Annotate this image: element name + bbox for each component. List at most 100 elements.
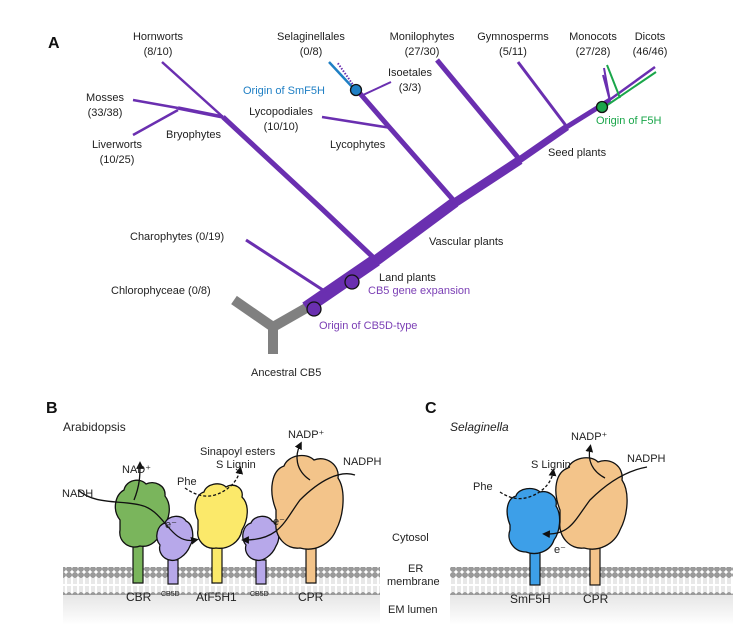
clade-labels: Bryophytes Lycophytes Seed plants Vascul…	[166, 129, 607, 379]
taxon-monilophytes: Monilophytes	[390, 31, 455, 43]
panel-a-label: A	[48, 35, 60, 52]
event-origin-f5h: Origin of F5H	[596, 115, 661, 127]
label-er-line2: membrane	[387, 576, 440, 588]
label-cpr-b: CPR	[298, 590, 324, 604]
electron-path-c	[542, 466, 648, 539]
electron-path-cpr	[241, 473, 356, 544]
nadph-label-b: NADPH	[343, 456, 382, 468]
taxon-dicots-count: (46/46)	[633, 46, 668, 58]
electron-label-c: e⁻	[554, 544, 566, 556]
branch-lycopodiales	[321, 115, 392, 130]
branch-hornworts	[161, 61, 224, 118]
phylogenetic-tree	[132, 58, 657, 354]
taxon-isoetales-count: (3/3)	[399, 82, 422, 94]
taxon-gymnosperms-count: (5/11)	[499, 46, 527, 58]
taxon-isoetales: Isoetales	[388, 67, 433, 79]
electron-label-b2: e⁻	[273, 516, 285, 528]
branch-monocots	[602, 67, 611, 102]
smf5h-origin-marker	[349, 83, 363, 97]
taxon-monocots-count: (27/28)	[576, 46, 611, 58]
protein-cpr-c	[555, 457, 628, 586]
branch-liverworts	[132, 108, 179, 137]
branch-gymnosperms	[516, 61, 569, 128]
nadp-plus-label-b: NADP⁺	[288, 429, 325, 441]
f5h-origin-marker	[595, 100, 609, 114]
branch-selaginellales-smf5h	[328, 61, 356, 91]
nadp-arrow-c	[585, 444, 606, 479]
branch-monilophytes	[435, 58, 522, 162]
phe-label-c: Phe	[473, 481, 493, 493]
lumen-c	[450, 595, 733, 625]
label-cpr-c: CPR	[583, 592, 609, 606]
taxon-dicots: Dicots	[635, 31, 666, 43]
phe-label-b: Phe	[177, 476, 197, 488]
taxon-chlorophyceae: Chlorophyceae (0/8)	[111, 285, 211, 297]
backbone-seed	[516, 124, 569, 164]
taxon-selaginellales-count: (0/8)	[300, 46, 323, 58]
taxon-hornworts: Hornworts	[133, 31, 184, 43]
chlorophyceae-stem	[270, 302, 311, 332]
taxon-liverworts: Liverworts	[92, 139, 143, 151]
products-line1: Sinapoyl esters	[200, 446, 276, 458]
panel-b-label: B	[46, 400, 58, 417]
root-branch	[231, 295, 278, 354]
event-origin-smf5h: Origin of SmF5H	[243, 85, 325, 97]
event-cb5-expansion: CB5 gene expansion	[368, 285, 470, 297]
clade-lycophytes: Lycophytes	[330, 139, 386, 151]
clade-ancestral-cb5: Ancestral CB5	[251, 367, 321, 379]
nadh-label: NADH	[62, 488, 93, 500]
backbone-euphyllophyte	[450, 156, 523, 208]
taxon-lycopodiales: Lycopodiales	[249, 106, 313, 118]
taxon-monocots: Monocots	[569, 31, 617, 43]
protein-cbr	[114, 479, 170, 584]
nadph-label-c: NADPH	[627, 453, 666, 465]
label-atf5h1: AtF5H1	[196, 590, 237, 604]
electron-path-cbr	[77, 489, 199, 545]
backbone-vascular	[370, 197, 459, 267]
taxon-lycopodiales-count: (10/10)	[264, 121, 299, 133]
label-cb5d-2: CB5D	[250, 591, 269, 598]
event-origin-cb5d: Origin of CB5D-type	[319, 320, 417, 332]
event-labels: Origin of SmF5H Origin of F5H CB5 gene e…	[243, 85, 661, 332]
label-lumen: EM lumen	[388, 604, 438, 616]
branch-bryophytes-stem	[221, 115, 378, 262]
branch-bryo-inner	[177, 106, 224, 119]
backbone-land	[302, 254, 380, 314]
taxon-selaginellales: Selaginellales	[277, 31, 345, 43]
electron-label-b1: e⁻	[165, 519, 177, 531]
nad-arrow	[133, 461, 144, 501]
organism-selaginella: Selaginella	[450, 420, 509, 434]
taxa-labels: Hornworts (8/10) Mosses (33/38) Liverwor…	[86, 31, 667, 297]
taxon-mosses: Mosses	[86, 92, 124, 104]
substrate-arrow-b	[184, 466, 244, 497]
clade-bryophytes: Bryophytes	[166, 129, 222, 141]
panel-c-label: C	[425, 400, 437, 417]
cb5d-origin-marker	[306, 301, 322, 317]
products-line2: S Lignin	[216, 459, 256, 471]
lumen-b	[63, 595, 380, 625]
label-smf5h: SmF5H	[510, 592, 551, 606]
label-cytosol: Cytosol	[392, 532, 429, 544]
nadp-plus-label-c: NADP⁺	[571, 431, 608, 443]
branch-selaginellales-dashed	[336, 61, 357, 90]
clade-land-plants: Land plants	[379, 272, 436, 284]
branch-dicots	[607, 65, 656, 103]
protein-cpr-b	[271, 454, 344, 584]
s-lignin-label-c: S Lignin	[531, 459, 571, 471]
taxon-charophytes: Charophytes (0/19)	[130, 231, 224, 243]
label-er-line1: ER	[408, 563, 423, 575]
clade-vascular-plants: Vascular plants	[429, 236, 504, 248]
taxon-mosses-count: (33/38)	[88, 107, 123, 119]
organism-arabidopsis: Arabidopsis	[63, 420, 126, 434]
branch-isoetales	[362, 81, 392, 96]
branch-charophytes	[245, 238, 327, 294]
substrate-arrow-c	[499, 468, 557, 500]
taxon-gymnosperms: Gymnosperms	[477, 31, 549, 43]
taxon-liverworts-count: (10/25)	[100, 154, 135, 166]
nad-plus-label: NAD⁺	[122, 464, 151, 476]
nadp-arrow-b	[294, 441, 311, 481]
f5h-lineage-dicots	[602, 71, 657, 109]
branch-mosses	[132, 98, 179, 110]
cb5-expansion-marker	[344, 274, 360, 290]
